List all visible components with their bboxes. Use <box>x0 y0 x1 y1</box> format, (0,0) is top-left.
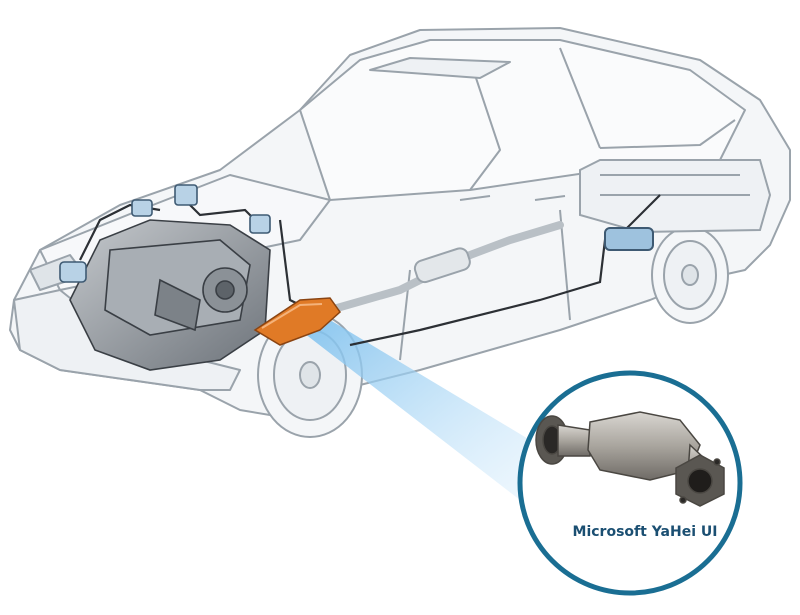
rear-wheel <box>652 227 728 323</box>
evap-canister <box>605 228 653 250</box>
callout-label: Microsoft YaHei UI <box>555 524 735 540</box>
engine <box>70 220 270 370</box>
fuel-tank <box>580 160 770 232</box>
